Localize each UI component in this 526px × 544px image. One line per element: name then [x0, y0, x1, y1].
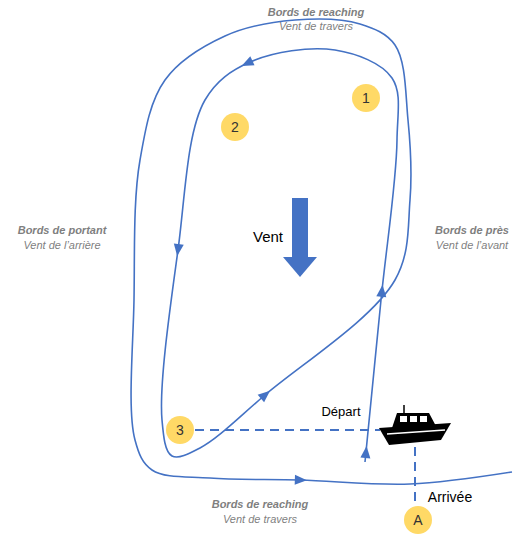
direction-arrowhead: [360, 446, 371, 459]
finish-label: Arrivée: [428, 490, 472, 505]
dashed-guide: [414, 447, 416, 506]
start-label: Départ: [321, 405, 360, 419]
boat-icon: [379, 405, 451, 445]
sailing-track: [131, 19, 512, 484]
callout-number: 1: [352, 84, 380, 112]
callout-number: 2: [221, 113, 249, 141]
wind-arrow-shaft: [292, 198, 308, 258]
wind-label: Vent: [253, 229, 283, 246]
callout-text: 1: [362, 91, 370, 105]
boat-hull: [379, 423, 451, 445]
callout-number: 3: [166, 416, 194, 444]
callout-text: A: [413, 513, 422, 527]
zone-title: Bords de reaching: [212, 498, 309, 510]
boat-window: [400, 416, 407, 422]
zone-subtitle: Vent de travers: [223, 513, 297, 525]
direction-arrowhead: [258, 387, 274, 402]
wind-arrow: [283, 198, 317, 277]
zone-title: Bords de portant: [18, 224, 107, 236]
direction-arrowhead: [172, 243, 184, 256]
zone-title: Bords de près: [435, 224, 509, 236]
boat-mast: [403, 405, 405, 414]
callout-number: A: [404, 506, 432, 534]
zone-subtitle: Vent de travers: [279, 20, 353, 32]
callout-text: 3: [176, 423, 184, 437]
callout-text: 2: [231, 120, 239, 134]
dashed-guide: [195, 429, 380, 431]
boat-stripe: [387, 430, 445, 434]
direction-arrowhead: [239, 56, 254, 70]
direction-arrowhead: [295, 475, 307, 485]
boat-window: [410, 416, 417, 422]
zone-subtitle: Vent de l’avant: [436, 239, 508, 251]
zone-title: Bords de reaching: [268, 6, 365, 18]
zone-subtitle: Vent de l’arrière: [23, 239, 100, 251]
direction-arrowhead: [376, 284, 387, 297]
boat-window: [420, 416, 427, 422]
wind-arrow-head: [283, 257, 317, 277]
